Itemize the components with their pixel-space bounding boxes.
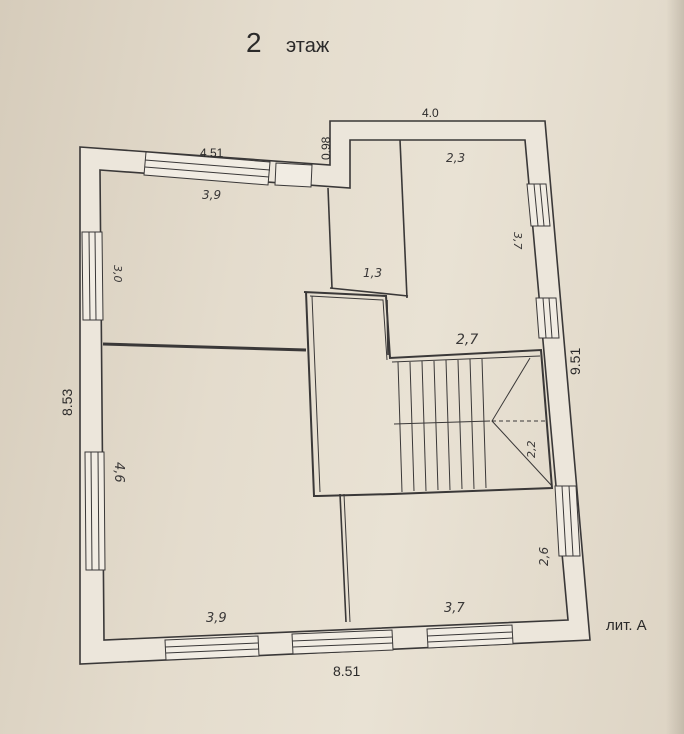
wall-corridor-right — [399, 139, 408, 299]
dim-top-step: 0.98 — [319, 136, 333, 160]
wall-nw-room-bottom — [102, 342, 307, 352]
wall-central-block-inner — [309, 295, 388, 493]
dim-bottom-wall: 8.51 — [333, 663, 360, 679]
se-room-width: 3,7 — [444, 601, 465, 616]
paper-edge-shadow — [666, 0, 684, 734]
dim-left-wall: 8.53 — [59, 389, 75, 416]
sw-room-width: 3,9 — [206, 611, 227, 626]
west-room-depth: 4,6 — [111, 462, 126, 483]
dim-top-right-wall: 4.0 — [422, 106, 439, 120]
floor-number: 2 — [246, 27, 262, 58]
wall-corridor-bottom — [329, 287, 409, 297]
floor-word: этаж — [286, 35, 330, 57]
staircase — [391, 355, 553, 493]
window-west-1 — [81, 231, 104, 321]
wall-central-block — [303, 291, 554, 497]
stair-landing-width: 2,7 — [456, 332, 478, 348]
window-south-1 — [164, 635, 260, 661]
exterior-walls — [79, 120, 591, 665]
ne-room-width: 2,3 — [446, 151, 465, 165]
nw-room-depth: 3,0 — [111, 265, 124, 283]
wall-ne-door — [386, 299, 389, 356]
wall-south-partition — [339, 493, 347, 623]
window-east-1 — [526, 183, 551, 227]
window-west-2 — [84, 451, 106, 571]
dim-right-wall: 9.51 — [567, 348, 583, 375]
wall-corridor-left — [327, 187, 333, 289]
ne-room-depth: 3,7 — [511, 232, 524, 250]
windows — [81, 151, 581, 661]
window-north-2 — [274, 162, 313, 188]
se-room-depth: 2,6 — [537, 547, 551, 566]
corridor-width: 1,3 — [363, 266, 382, 280]
window-south-2 — [291, 629, 394, 655]
stair-depth: 2,2 — [525, 441, 538, 459]
window-east-2 — [535, 297, 560, 339]
window-north-1 — [143, 151, 271, 186]
wall-south-partition-2 — [343, 493, 351, 623]
interior-walls — [102, 139, 554, 623]
liter-label: лит. А — [606, 617, 647, 634]
dim-top-left-wall: 4.51 — [200, 146, 224, 160]
window-east-3 — [554, 485, 581, 557]
nw-room-width: 3,9 — [202, 188, 221, 202]
window-south-3 — [426, 624, 514, 649]
